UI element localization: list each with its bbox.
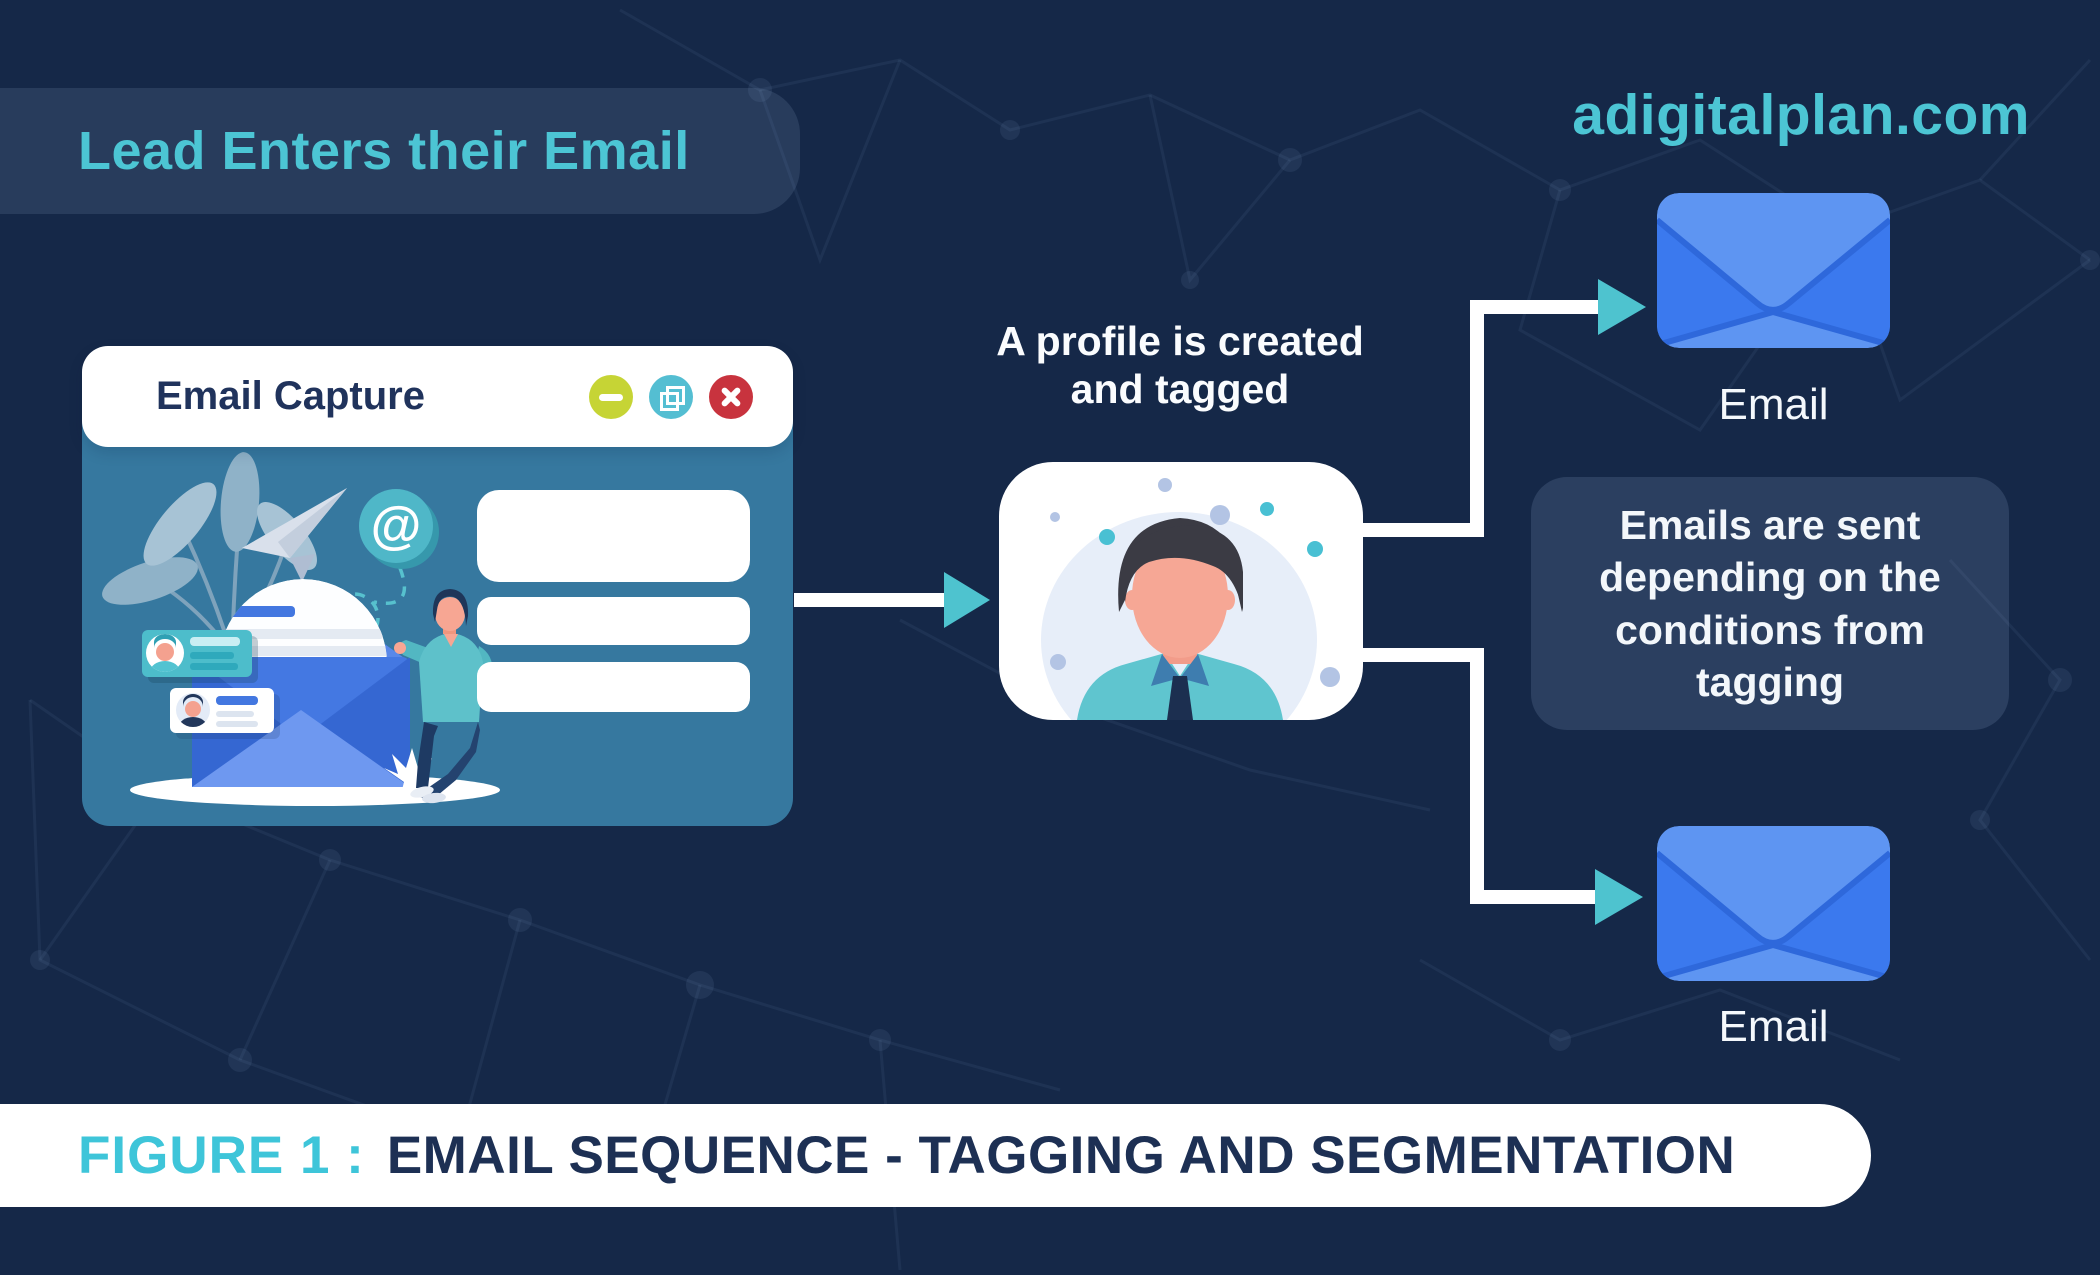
form-field-1 [477, 490, 750, 582]
conditions-note-box: Emails are sent depending on the conditi… [1531, 477, 2009, 730]
profile-step-label: A profile is created and tagged [996, 318, 1364, 412]
person-illustration [394, 589, 493, 804]
paper-plane-icon [242, 488, 347, 582]
profile-avatar [1041, 478, 1340, 720]
restore-icon [660, 385, 685, 411]
form-field-3 [477, 662, 750, 712]
close-button[interactable] [709, 374, 753, 419]
figure-caption-banner: FIGURE 1 : EMAIL SEQUENCE - TAGGING AND … [0, 1104, 1871, 1207]
email-label-bottom: Email [1718, 1002, 1829, 1051]
lead-title-banner: Lead Enters their Email [0, 88, 800, 214]
at-symbol-badge: @ [328, 489, 439, 644]
splash-star [384, 748, 440, 798]
window-controls [589, 346, 753, 447]
email-capture-titlebar: Email Capture [82, 346, 793, 447]
email-capture-illustration: @ [102, 452, 750, 806]
restore-button[interactable] [649, 374, 693, 419]
email-label-top: Email [1718, 380, 1829, 429]
email-capture-window: @ [82, 346, 793, 826]
email-envelope-icon-top [1657, 193, 1890, 348]
form-field-2 [477, 597, 750, 645]
page-title: Lead Enters their Email [78, 121, 690, 181]
figure-caption: EMAIL SEQUENCE - TAGGING AND SEGMENTATIO… [386, 1126, 1736, 1185]
id-card-white [170, 688, 280, 739]
email-capture-window-body: @ [82, 396, 793, 826]
window-title: Email Capture [156, 374, 425, 418]
profile-card [999, 462, 1363, 720]
email-envelope-icon-bottom [1657, 826, 1890, 981]
decor-dots [1050, 478, 1340, 687]
minimize-button[interactable] [589, 374, 633, 419]
avatar-person [1077, 518, 1283, 720]
id-card-teal [142, 630, 258, 683]
svg-text:@: @ [371, 497, 422, 555]
conditions-note-text: Emails are sent depending on the conditi… [1599, 502, 1941, 705]
figure-number-label: FIGURE 1 : [78, 1126, 365, 1185]
brand-text: adigitalplan.com [1572, 83, 2030, 147]
